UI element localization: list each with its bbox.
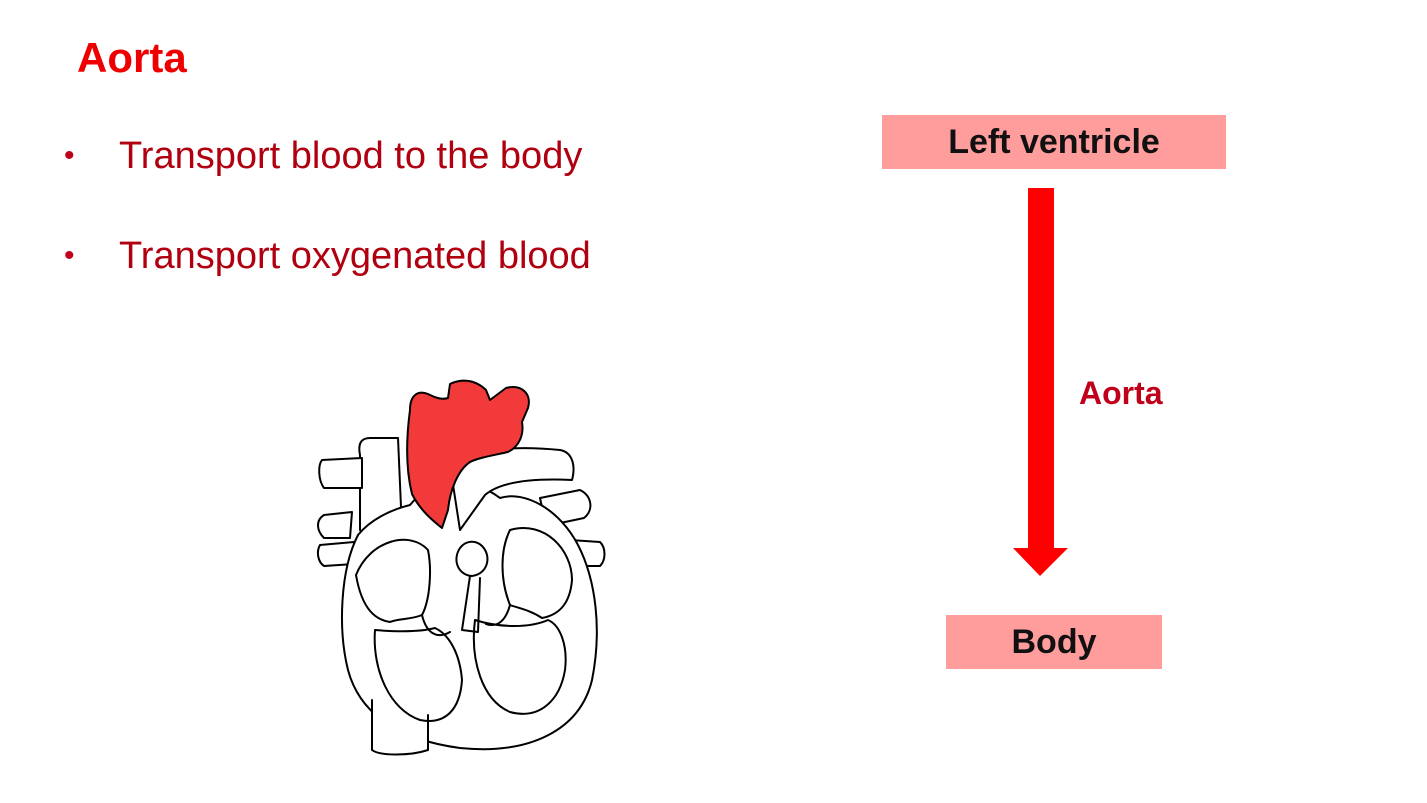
bullet-item: • Transport oxygenated blood bbox=[62, 230, 591, 282]
left-ventricle-box: Left ventricle bbox=[882, 115, 1226, 169]
body-label: Body bbox=[1011, 622, 1097, 661]
bullet-text: Transport blood to the body bbox=[119, 135, 583, 177]
bullet-dot-icon: • bbox=[64, 239, 75, 272]
body-box: Body bbox=[946, 615, 1162, 669]
bullet-item: • Transport blood to the body bbox=[62, 130, 591, 182]
bullet-dot-icon: • bbox=[64, 139, 75, 172]
slide-title: Aorta bbox=[77, 34, 187, 81]
heart-diagram-icon bbox=[316, 379, 606, 756]
bullet-list: • Transport blood to the body • Transpor… bbox=[62, 130, 591, 330]
down-arrow-icon bbox=[1013, 188, 1068, 576]
bullet-text: Transport oxygenated blood bbox=[119, 235, 591, 277]
aorta-arrow-label: Aorta bbox=[1079, 375, 1163, 411]
left-ventricle-label: Left ventricle bbox=[948, 122, 1160, 161]
aorta-highlight-icon bbox=[406, 379, 530, 529]
